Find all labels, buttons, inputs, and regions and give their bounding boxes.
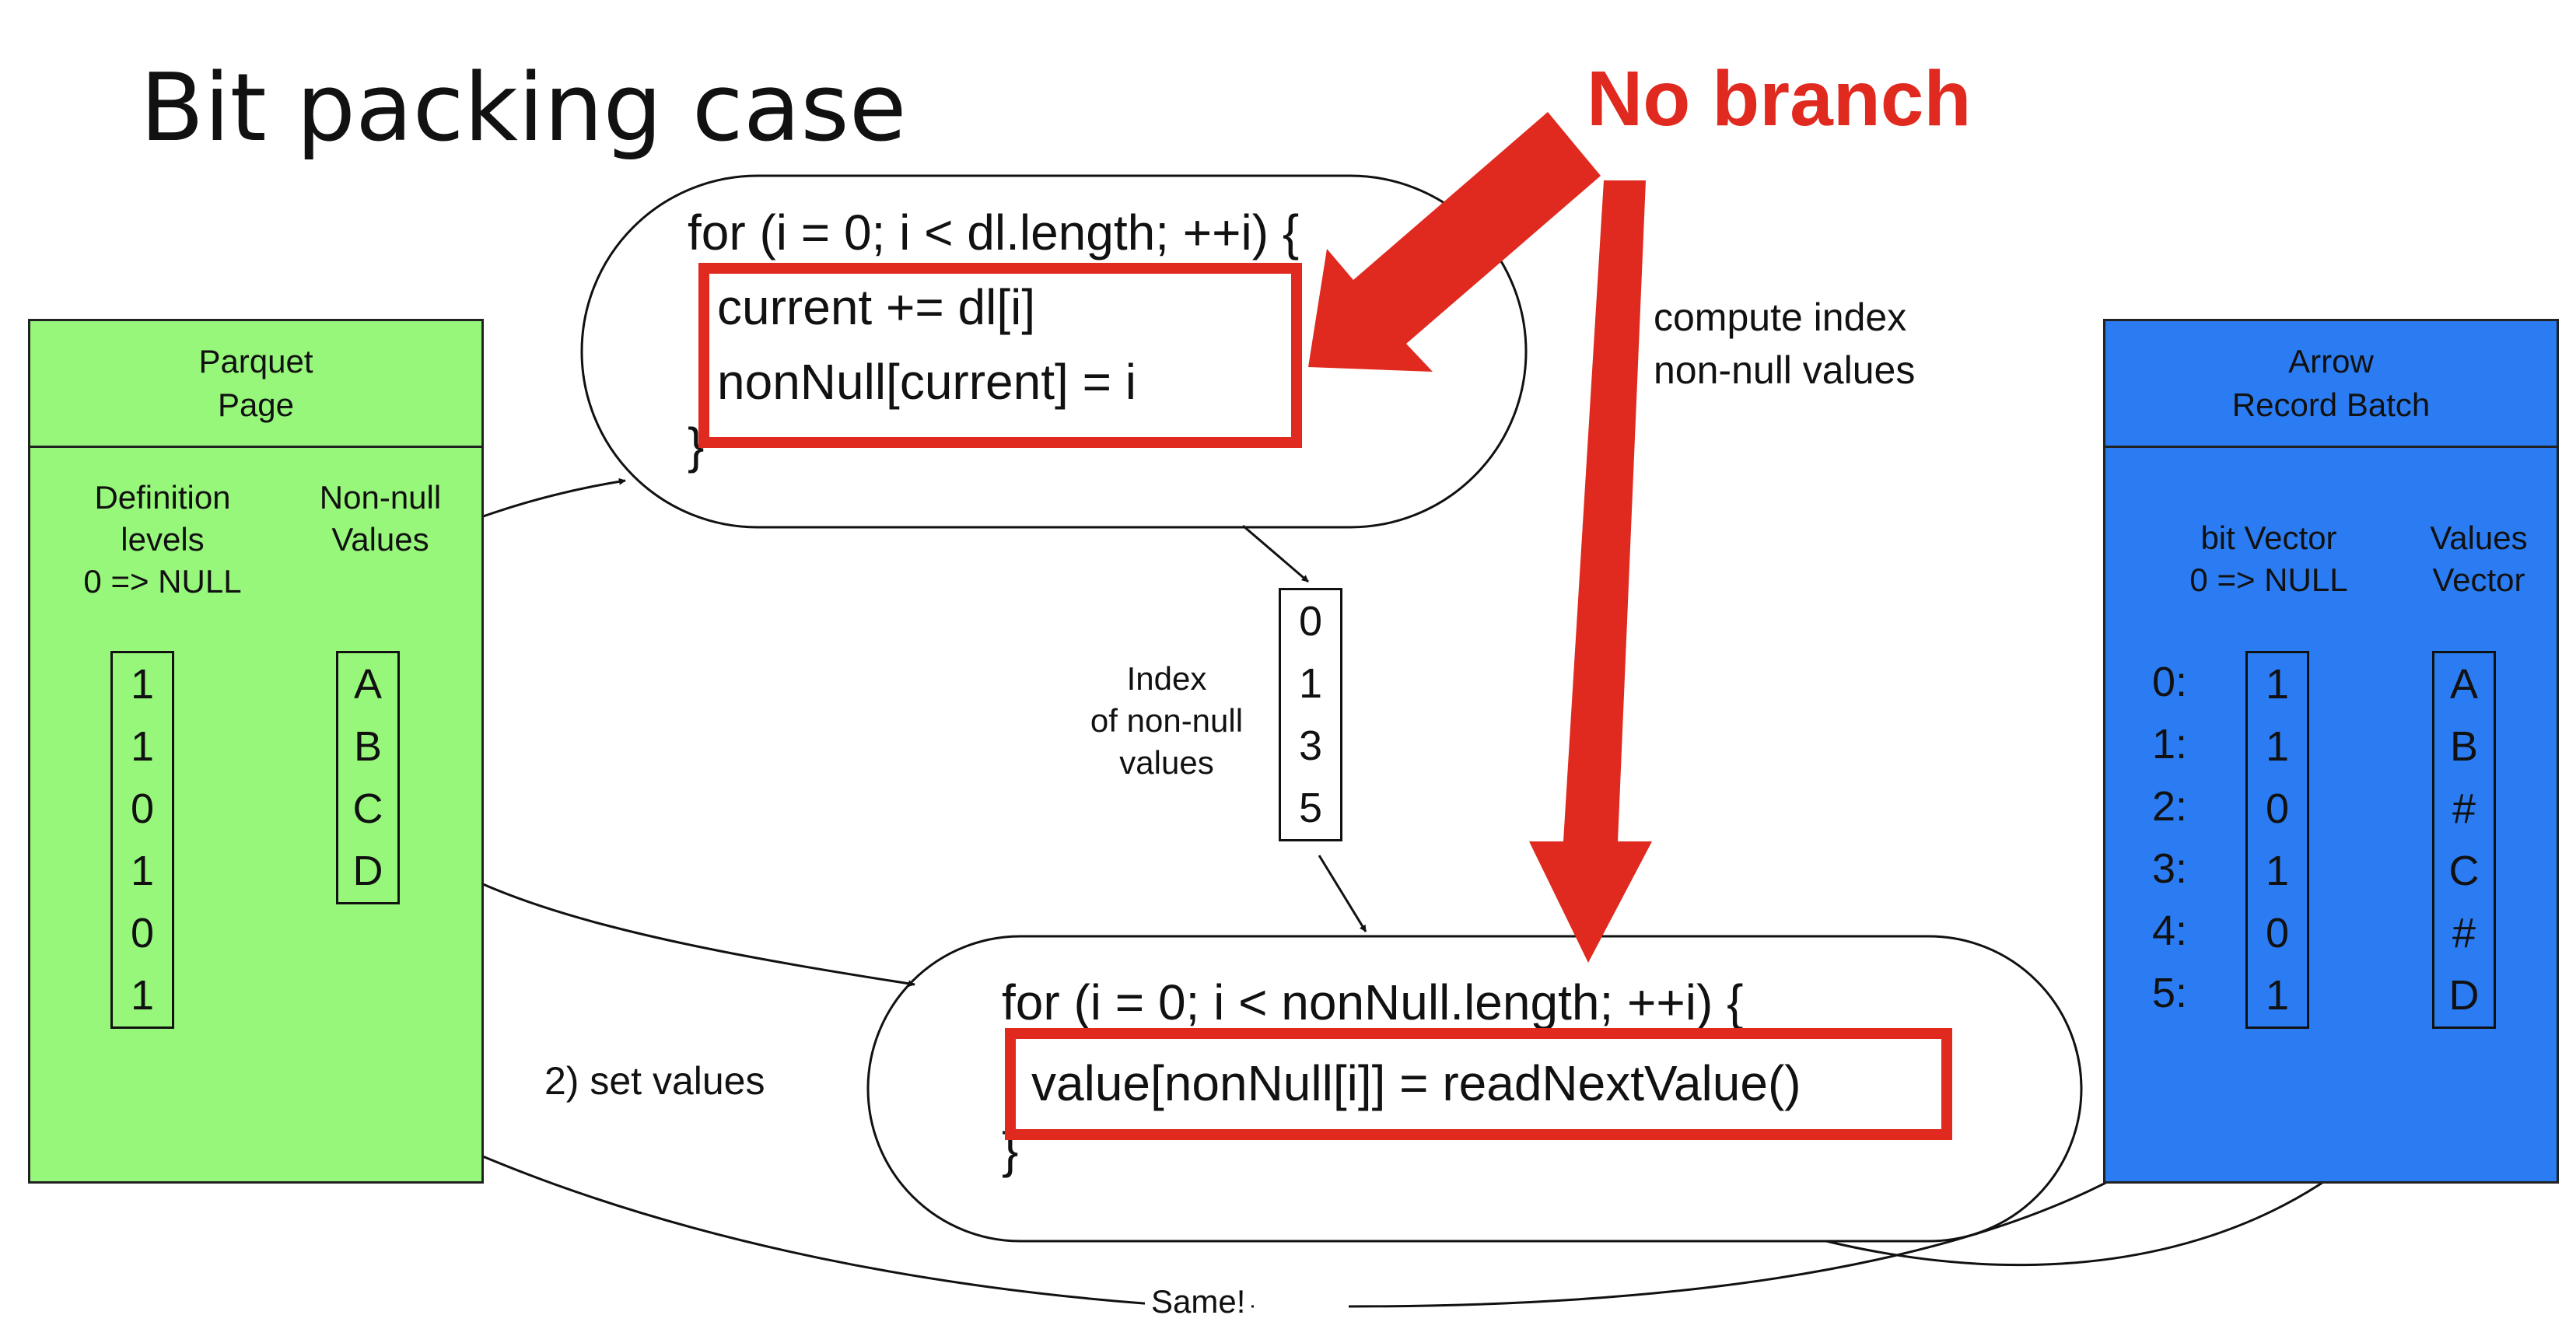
- values-vector-label: Values Vector: [2430, 519, 2528, 598]
- compute-index-label: compute index non-null values: [1654, 296, 1916, 392]
- non-null-value-item: A: [353, 661, 383, 708]
- loop1-line3: nonNull[current] = i: [717, 354, 1136, 410]
- loop2-highlight-box: [1005, 1028, 1952, 1140]
- row-index-item: 4:: [2152, 908, 2188, 954]
- definition-level-item: 1: [130, 848, 155, 894]
- index-value-item: 1: [1298, 660, 1323, 707]
- non-null-value-item: D: [352, 848, 383, 894]
- bit-vector-item: 1: [2265, 661, 2290, 708]
- values-vector-item: D: [2448, 972, 2480, 1019]
- bit-vector-label: bit Vector 0 => NULL: [2189, 519, 2348, 598]
- values-vector-item: C: [2448, 848, 2480, 894]
- index-values-column: 0 1 3 5: [1279, 588, 1342, 841]
- set-values-label: 2) set values: [544, 1059, 765, 1103]
- row-index-column: 0: 1: 2: 3: 4: 5:: [2152, 651, 2187, 1024]
- bit-vector-item: 0: [2265, 785, 2290, 832]
- loop1-highlight-box: [698, 263, 1302, 448]
- definition-level-item: 0: [130, 785, 155, 832]
- definition-level-item: 1: [130, 723, 155, 770]
- non-null-value-item: B: [353, 723, 383, 770]
- definition-level-item: 1: [130, 972, 155, 1019]
- red-arrow-to-loop1: [1308, 112, 1601, 372]
- definition-levels-label: Definition levels 0 => NULL: [83, 479, 242, 600]
- definition-levels-column: 1 1 0 1 0 1: [110, 651, 174, 1029]
- connector-loop1-to-index: [1242, 524, 1309, 583]
- loop2-outline: [866, 935, 2083, 1243]
- values-vector-item: B: [2449, 723, 2479, 770]
- loop2-line1: for (i = 0; i < nonNull.length; ++i) {: [1002, 974, 1744, 1030]
- index-value-item: 3: [1298, 722, 1323, 769]
- loop2-line2: value[nonNull[i]] = readNextValue(): [1031, 1055, 1801, 1111]
- parquet-page-header: Parquet Page: [30, 321, 481, 448]
- index-value-item: 0: [1298, 598, 1323, 645]
- red-arrow-to-loop2: [1529, 180, 1652, 963]
- values-vector-item: A: [2449, 661, 2479, 708]
- bit-vector-column: 1 1 0 1 0 1: [2245, 651, 2309, 1029]
- index-of-non-null-label: Index of non-null values: [1090, 660, 1244, 781]
- bit-vector-item: 1: [2265, 848, 2290, 894]
- row-index-item: 1:: [2152, 721, 2188, 768]
- row-index-item: 5:: [2152, 970, 2188, 1016]
- loop1-line2: current += dl[i]: [717, 279, 1036, 335]
- values-vector-item: #: [2452, 785, 2476, 832]
- connector-index-to-loop2: [1318, 855, 1367, 932]
- bit-vector-item: 1: [2265, 972, 2290, 1019]
- non-null-values-label: Non-null Values: [319, 479, 442, 558]
- row-index-item: 2:: [2152, 783, 2188, 830]
- same-label: Same!: [1145, 1283, 1252, 1320]
- loop1-line1: for (i = 0; i < dl.length; ++i) {: [688, 205, 1300, 261]
- loop1-outline: [580, 174, 1528, 529]
- bit-vector-item: 1: [2265, 723, 2290, 770]
- definition-level-item: 0: [130, 910, 155, 957]
- no-branch-annotation: No branch: [1587, 55, 1972, 142]
- arrow-record-batch-panel: Arrow Record Batch bit Vector 0 => NULL …: [2103, 319, 2559, 1184]
- arrow-record-batch-header: Arrow Record Batch: [2105, 321, 2557, 448]
- row-index-item: 0:: [2152, 659, 2188, 705]
- index-value-item: 5: [1298, 785, 1323, 831]
- non-null-value-item: C: [352, 785, 383, 832]
- bit-vector-item: 0: [2265, 910, 2290, 957]
- values-vector-item: #: [2452, 910, 2476, 957]
- slide-title: Bit packing case: [140, 54, 907, 163]
- definition-level-item: 1: [130, 661, 155, 708]
- row-index-item: 3:: [2152, 845, 2188, 892]
- parquet-page-panel: Parquet Page Definition levels 0 => NULL…: [28, 319, 484, 1184]
